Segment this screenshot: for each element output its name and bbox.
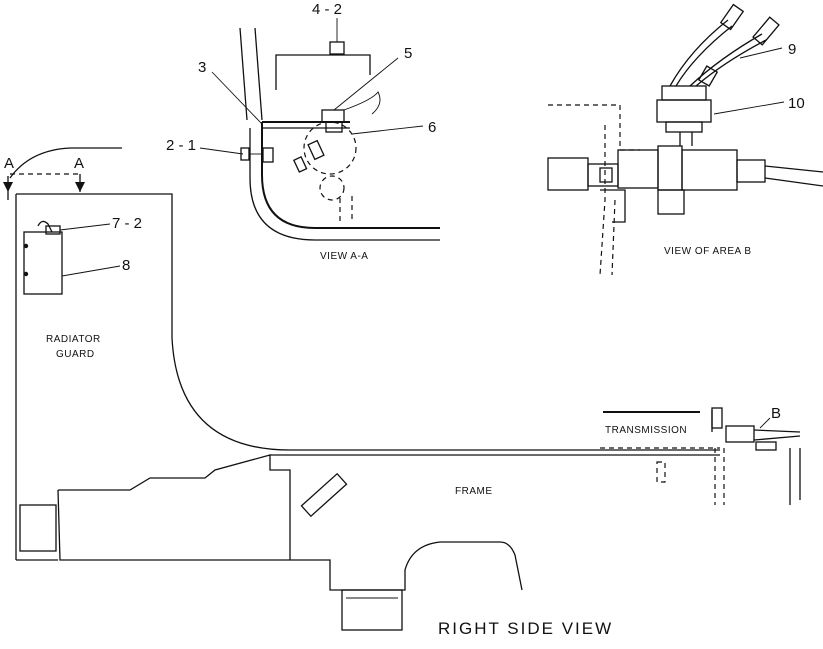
- section-marker-a-left: A: [4, 155, 14, 172]
- callout-7-2: 7 - 2: [112, 215, 142, 232]
- right-side-view: [3, 147, 801, 631]
- view-area-b-label: VIEW OF AREA B: [664, 246, 752, 257]
- frame-label: FRAME: [455, 486, 493, 497]
- view-aa-detail: [199, 18, 440, 241]
- callout-6: 6: [428, 119, 436, 136]
- callout-2-1: 2 - 1: [166, 137, 196, 154]
- callout-8: 8: [122, 257, 130, 274]
- transmission-label: TRANSMISSION: [605, 425, 687, 436]
- callout-5: 5: [404, 45, 412, 62]
- leader-7-2: [59, 223, 111, 231]
- callout-3: 3: [198, 59, 206, 76]
- view-area-b-detail: [547, 3, 823, 276]
- view-aa-label: VIEW A-A: [320, 251, 368, 262]
- callout-9: 9: [788, 41, 796, 58]
- radiator-guard-label-2: GUARD: [56, 349, 95, 360]
- callout-b: B: [771, 405, 781, 422]
- callout-4-2: 4 - 2: [312, 1, 342, 18]
- section-marker-a-right: A: [74, 155, 84, 172]
- diagram-title: RIGHT SIDE VIEW: [438, 619, 613, 638]
- leader-8: [61, 265, 121, 277]
- radiator-guard-label-1: RADIATOR: [46, 334, 101, 345]
- callout-labels: 4 - 2 3 5 2 - 1 6 9 10 7 - 2 8 B A A VIE…: [4, 1, 805, 638]
- callout-10: 10: [788, 95, 805, 112]
